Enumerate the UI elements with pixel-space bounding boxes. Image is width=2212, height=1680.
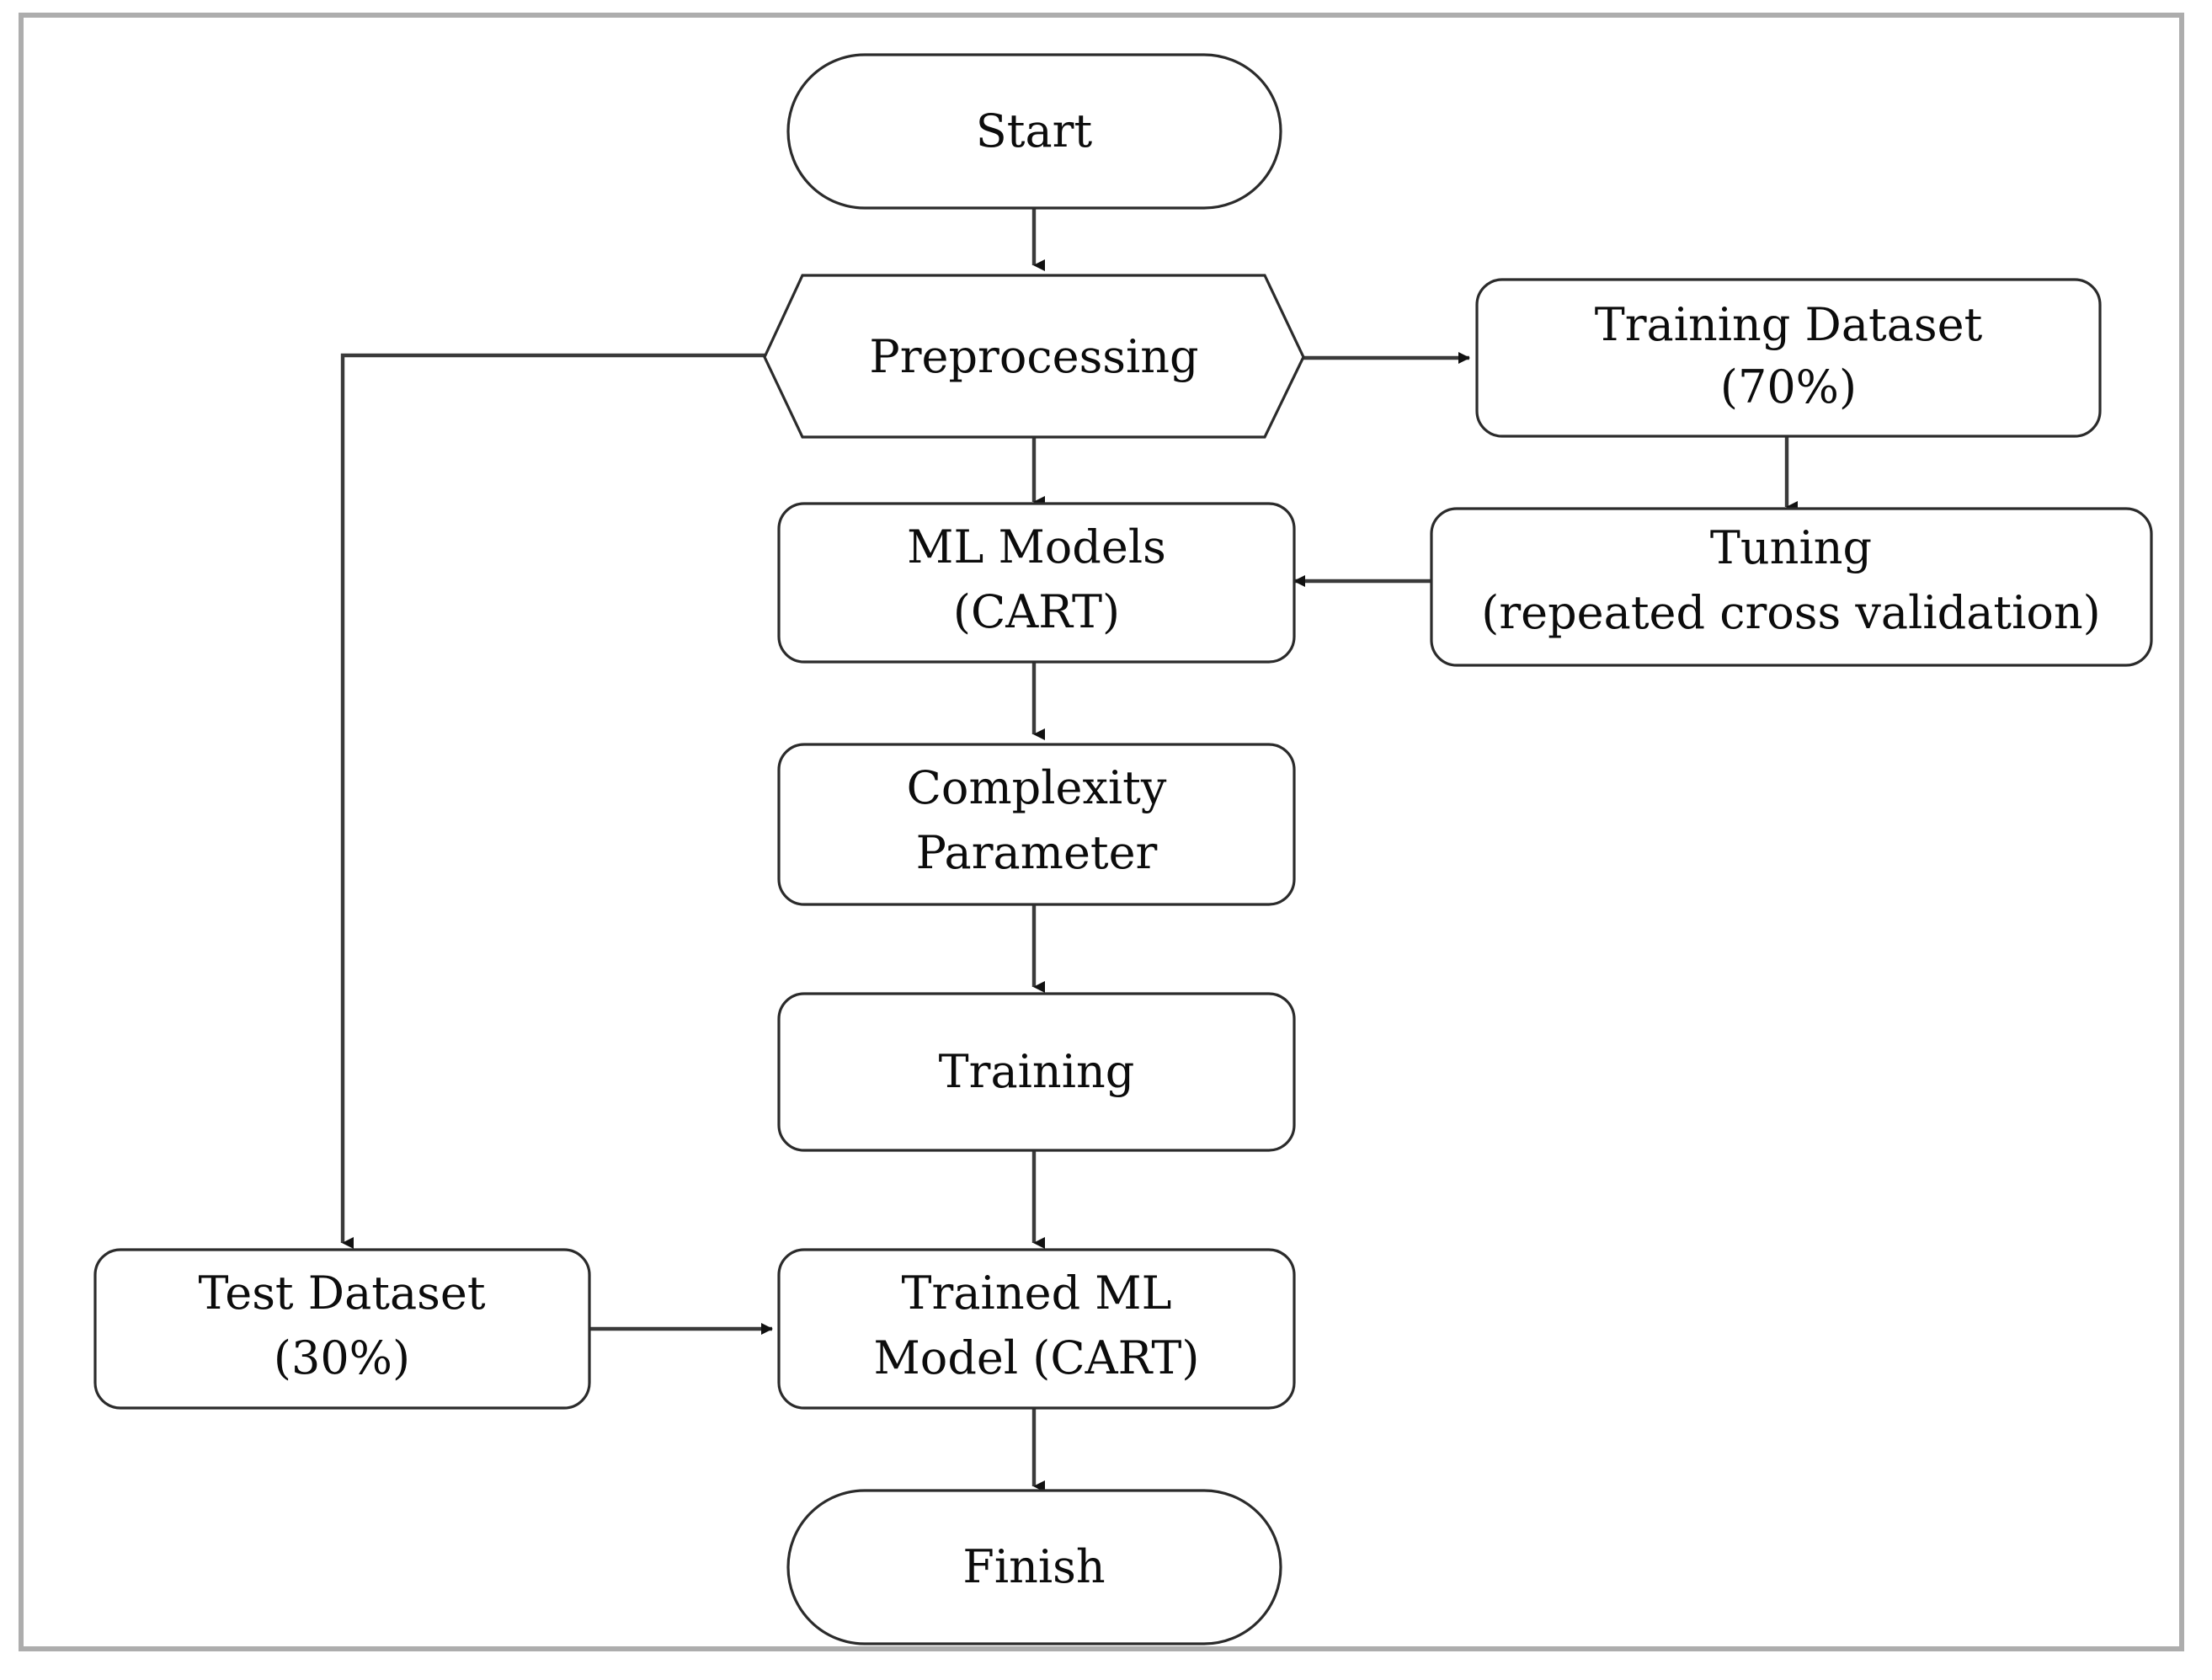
node-trained-model-label-line1: Trained ML (902, 1267, 1172, 1320)
node-ml-models-label-line2: (CART) (953, 585, 1120, 638)
node-finish-label: Finish (962, 1540, 1105, 1593)
node-test-dataset-label-line2: (30%) (274, 1331, 410, 1384)
node-tuning-label-line2: (repeated cross validation) (1481, 586, 2100, 639)
node-trained-model[interactable]: Trained ML Model (CART) (777, 1248, 1296, 1410)
node-ml-models-label-line1: ML Models (907, 520, 1166, 573)
node-complexity-parameter-label-line1: Complexity (907, 761, 1167, 814)
node-training-dataset-label-line1: Training Dataset (1595, 298, 1983, 351)
node-start-label: Start (976, 104, 1093, 157)
node-tuning-label-line1: Tuning (1710, 521, 1872, 574)
node-training-label: Training (939, 1045, 1135, 1098)
node-test-dataset[interactable]: Test Dataset (30%) (93, 1248, 591, 1410)
node-trained-model-label-line2: Model (CART) (874, 1331, 1200, 1384)
node-training[interactable]: Training (777, 992, 1296, 1152)
node-finish[interactable]: Finish (786, 1489, 1282, 1645)
node-training-dataset[interactable]: Training Dataset (70%) (1475, 278, 2102, 438)
node-preprocessing[interactable]: Preprocessing (763, 274, 1305, 439)
node-start[interactable]: Start (786, 53, 1282, 210)
node-training-dataset-label-line2: (70%) (1720, 360, 1857, 413)
node-complexity-parameter-label-line2: Parameter (916, 826, 1158, 879)
node-ml-models[interactable]: ML Models (CART) (777, 502, 1296, 664)
edge-preprocessing-to-test-dataset (340, 353, 765, 1249)
node-preprocessing-label: Preprocessing (869, 330, 1198, 383)
node-test-dataset-label-line1: Test Dataset (198, 1267, 485, 1320)
node-complexity-parameter[interactable]: Complexity Parameter (777, 743, 1296, 906)
node-tuning[interactable]: Tuning (repeated cross validation) (1430, 507, 2153, 667)
